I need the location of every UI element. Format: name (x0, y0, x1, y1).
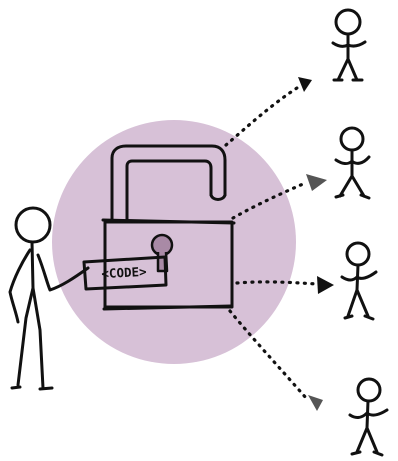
stick-figure-icon (342, 243, 376, 319)
stick-figure-icon (336, 128, 369, 198)
arrow-to-recipient-1 (226, 77, 312, 145)
background-circle (52, 120, 296, 364)
stick-figure-icon (333, 10, 365, 80)
code-label: <CODE> (101, 264, 147, 281)
stick-figure-icon (350, 379, 387, 455)
